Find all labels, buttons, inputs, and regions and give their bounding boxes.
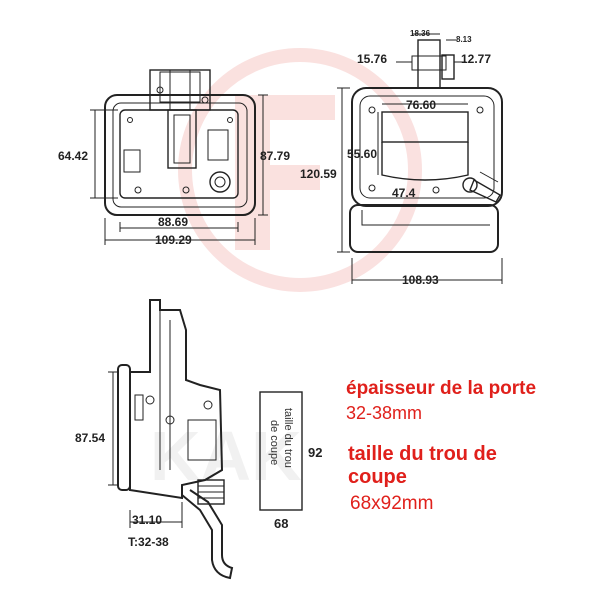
rear-key — [462, 171, 501, 203]
rear-dim-bottom-inner: 47.4 — [392, 186, 416, 200]
side-thickness-label: T:32-38 — [128, 535, 169, 549]
front-dim-height-outer: 87.79 — [260, 149, 290, 163]
door-thickness-value: 32-38mm — [346, 403, 423, 423]
door-thickness-title: épaisseur de la porte — [346, 378, 537, 399]
cutout-dim-width: 68 — [274, 516, 288, 531]
cutout-label-line2: de coupe — [268, 420, 280, 465]
rear-view: 18.36 8.13 15.76 12.77 76.60 55.60 120.5… — [300, 29, 503, 287]
front-dim-width-inner: 88.69 — [158, 215, 188, 229]
rear-dim-left-top: 15.76 — [357, 52, 387, 66]
cutout-rect — [259, 391, 303, 511]
side-handle — [181, 489, 234, 580]
side-flange — [117, 364, 131, 491]
rear-inner-frame — [381, 111, 469, 143]
front-dim-width-outer: 109.29 — [155, 233, 192, 247]
rear-dim-top-b: 8.13 — [456, 35, 472, 44]
rear-dim-top-a: 18.36 — [410, 29, 431, 38]
side-dim-depth: 31.10 — [132, 513, 162, 527]
rear-top-cylinder — [417, 39, 441, 89]
cutout-dim-height: 92 — [308, 445, 322, 460]
rear-dim-inner-height: 55.60 — [347, 147, 377, 161]
rear-dim-right-top: 12.77 — [461, 52, 491, 66]
cutout-size-value: 68x92mm — [350, 493, 434, 514]
svg-text:KAK: KAK — [150, 417, 302, 495]
brand-watermark: KAK — [150, 48, 422, 495]
cutout-label-line1: taille du trou — [282, 408, 294, 468]
side-view: 87.54 31.10 T:32-38 — [75, 299, 234, 580]
cutout-diagram: taille du trou de coupe 92 68 — [259, 391, 322, 531]
front-paddle — [167, 109, 197, 169]
side-dim-height: 87.54 — [75, 431, 105, 445]
front-dim-height-inner: 64.42 — [58, 149, 88, 163]
front-outer-flange — [104, 94, 256, 216]
cutout-size-title: taille du trou de coupe — [348, 443, 497, 488]
front-view: 64.42 87.79 88.69 109.29 — [58, 69, 290, 247]
rear-dim-inner-width: 76.60 — [406, 98, 436, 112]
side-body — [129, 299, 224, 500]
rear-dim-width: 108.93 — [402, 273, 439, 287]
rear-lower-pan — [349, 204, 499, 253]
front-lock-cylinder — [209, 171, 231, 193]
rear-dim-height: 120.59 — [300, 167, 337, 181]
